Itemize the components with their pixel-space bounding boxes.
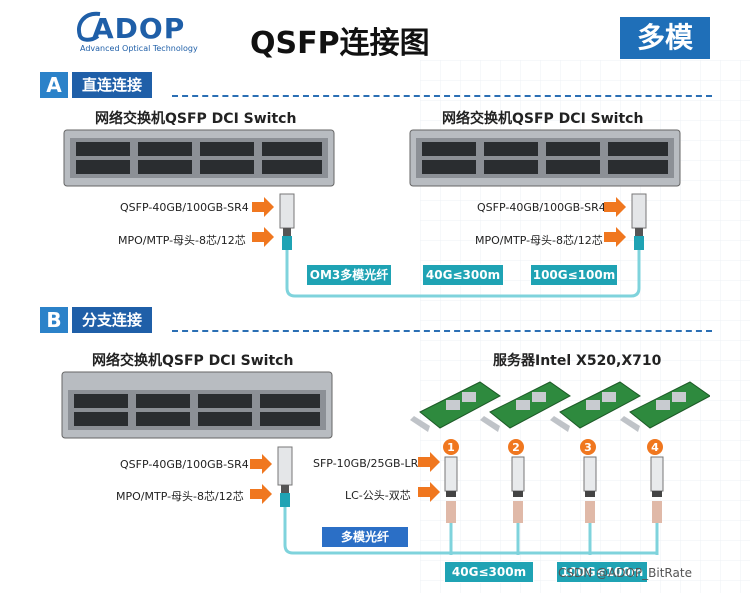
section-a-divider [172,95,712,97]
port-4: 4 [651,441,659,454]
switch-b [61,371,333,439]
dist-b-40g: 40G≤300m [444,561,534,583]
switch-a-right-label: 网络交换机QSFP DCI Switch [442,111,644,127]
dist-a-100g: 100G≤100m [530,264,618,286]
server-b-label: 服务器Intel X520,X710 [493,353,662,369]
switch-a-left [63,129,335,187]
sfp-module-label: SFP-10GB/25GB-LR [313,457,419,470]
fiber-a-label: OM3多模光纤 [306,264,392,286]
switch-a-left-label: 网络交换机QSFP DCI Switch [95,111,297,127]
port-3: 3 [584,441,592,454]
port-2: 2 [512,441,520,454]
switch-a-right [409,129,681,187]
section-a-letter: A [40,72,68,98]
lc-connector-label: LC-公头-双芯 [345,489,411,502]
fiber-b-label: 多模光纤 [322,527,408,547]
arrow-icon [250,452,440,504]
section-b-divider [172,330,712,332]
module-b-label: QSFP-40GB/100GB-SR4 [120,458,249,471]
switch-b-label: 网络交换机QSFP DCI Switch [92,353,294,369]
dist-b-100g: 100G≤100m [556,561,648,583]
module-a-left-label: QSFP-40GB/100GB-SR4 [120,201,249,214]
watermark: CSDN @ADOP_BitRate [558,566,692,580]
section-b-letter: B [40,307,68,333]
port-1: 1 [447,441,455,454]
section-b-label: 分支连接 [72,307,153,333]
module-a-right-label: QSFP-40GB/100GB-SR4 [477,201,606,214]
server-nic-cards [410,381,710,432]
dist-a-40g: 40G≤300m [422,264,504,286]
section-b-graphics [250,446,664,555]
mode-badge: 多模 [620,17,710,59]
logo-tagline: Advanced Optical Technology [80,44,198,53]
connector-b-label: MPO/MTP-母头-8芯/12芯 [116,490,244,503]
logo: ADOP [92,12,186,45]
port-badges: 1 2 3 4 [443,439,663,455]
logo-swoosh-icon [77,11,101,42]
connector-a-right-label: MPO/MTP-母头-8芯/12芯 [475,234,603,247]
page-title: QSFP连接图 [250,26,430,61]
arrow-icon [252,197,626,247]
section-a-label: 直连连接 [72,72,153,98]
section-a-graphics [252,193,647,298]
connector-a-left-label: MPO/MTP-母头-8芯/12芯 [118,234,246,247]
